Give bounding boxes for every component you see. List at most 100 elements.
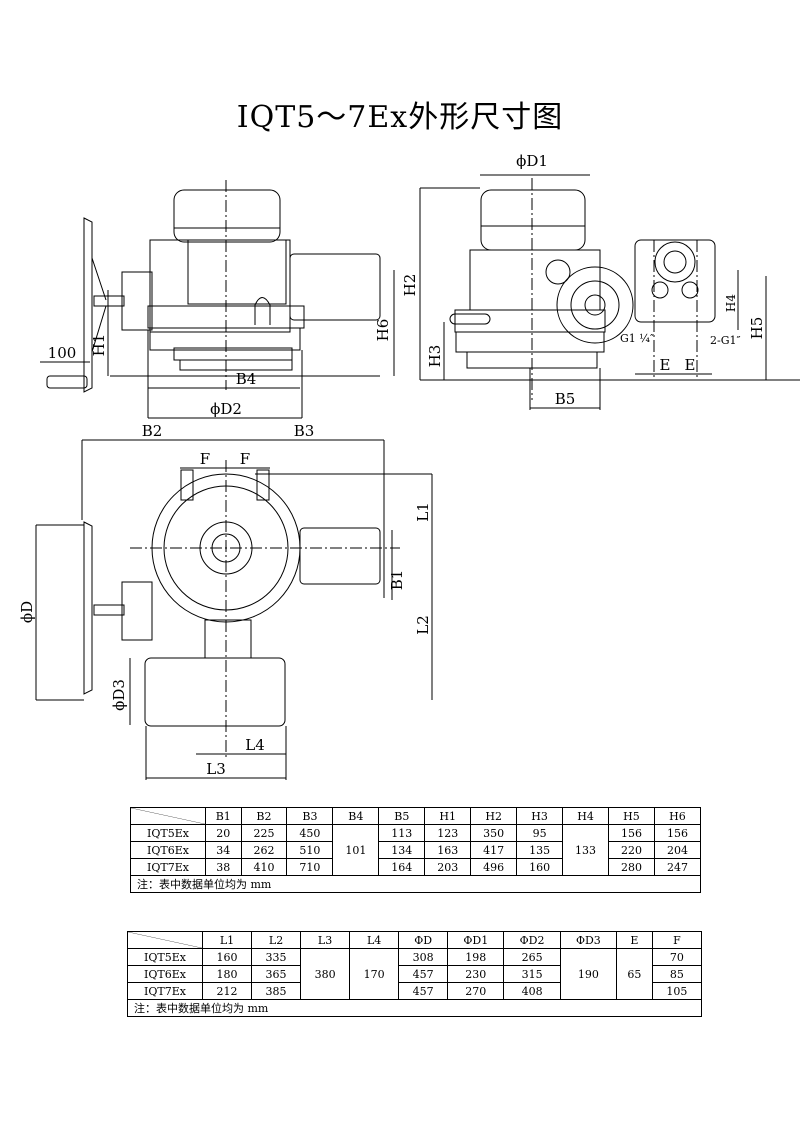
label-H2: H2 — [401, 274, 419, 297]
col-header: ΦD2 — [503, 931, 561, 949]
corner-cell — [130, 807, 206, 825]
table-cell: 163 — [424, 841, 472, 859]
col-header: B5 — [378, 807, 426, 825]
table-cell: 220 — [608, 841, 655, 859]
table-cell: 180 — [201, 965, 253, 983]
label-F-2: F — [240, 450, 250, 468]
table-cell: 113 — [378, 824, 426, 842]
table-cell: 212 — [201, 982, 253, 1000]
table-cell: 350 — [470, 824, 518, 842]
table-cell: 265 — [503, 948, 561, 966]
table-cell: 365 — [251, 965, 302, 983]
table-cell: 230 — [447, 965, 505, 983]
table-cell: 262 — [240, 841, 288, 859]
table-note: 注：表中数据单位均为 mm — [130, 875, 701, 893]
table-cell-merged: 65 — [616, 948, 653, 1000]
label-L1: L1 — [414, 502, 432, 522]
col-header: L4 — [349, 931, 400, 949]
table-cell: 457 — [398, 982, 449, 1000]
col-header: H4 — [562, 807, 609, 825]
table-cell: 225 — [240, 824, 288, 842]
col-header: L2 — [251, 931, 302, 949]
table-cell: 270 — [447, 982, 505, 1000]
side-view — [419, 174, 800, 410]
table-note: 注：表中数据单位均为 mm — [127, 999, 702, 1017]
label-E-2: E — [685, 356, 696, 374]
table-cell: 247 — [653, 858, 702, 876]
label-phiD1: ϕD1 — [516, 152, 548, 170]
table-cell: 308 — [398, 948, 449, 966]
table-cell-merged: 101 — [332, 824, 380, 876]
dimension-drawing: ϕD1 H2 H3 H4 H5 B5 E E G1 ¼″ 2-G1″ 100 H… — [18, 152, 800, 780]
table-row: IQT7Ex 212 385 457 270 408 105 — [127, 982, 703, 1000]
table-cell: 280 — [608, 858, 655, 876]
col-header: B3 — [286, 807, 334, 825]
col-header: B2 — [240, 807, 288, 825]
table-row: IQT6Ex 34 262 510 134 163 417 135 220 20… — [130, 841, 702, 859]
plan-view — [35, 439, 433, 780]
label-B2: B2 — [142, 422, 163, 440]
col-header: L1 — [201, 931, 253, 949]
dimension-table-1: B1 B2 B3 B4 B5 H1 H2 H3 H4 H5 H6 IQT5Ex … — [130, 807, 702, 893]
label-phiD: ϕD — [18, 601, 36, 623]
table-cell: 410 — [240, 858, 288, 876]
col-header: F — [651, 931, 703, 949]
model-cell: IQT6Ex — [130, 841, 206, 859]
col-header: B1 — [205, 807, 242, 825]
table-cell: 85 — [651, 965, 703, 983]
label-G1: G1 ¼″ — [620, 332, 654, 345]
table-cell: 417 — [470, 841, 518, 859]
front-view — [40, 180, 395, 419]
col-header: H1 — [424, 807, 472, 825]
table-cell: 450 — [286, 824, 334, 842]
label-H5: H5 — [748, 317, 766, 340]
col-header: H5 — [608, 807, 655, 825]
col-header: B4 — [332, 807, 380, 825]
col-header: ΦD — [398, 931, 449, 949]
label-B5: B5 — [555, 390, 576, 408]
label-100: 100 — [48, 344, 77, 362]
label-H3: H3 — [426, 345, 444, 368]
label-H6: H6 — [374, 319, 392, 342]
table-cell: 123 — [424, 824, 472, 842]
table-cell: 105 — [651, 982, 703, 1000]
table-cell: 156 — [653, 824, 702, 842]
table-row: IQT5Ex 20 225 450 101 113 123 350 95 133… — [130, 824, 702, 876]
table-header-row: L1 L2 L3 L4 ΦD ΦD1 ΦD2 ΦD3 E F — [127, 931, 703, 949]
label-B4: B4 — [236, 370, 257, 388]
model-cell: IQT7Ex — [127, 982, 203, 1000]
model-cell: IQT7Ex — [130, 858, 206, 876]
col-header: ΦD1 — [447, 931, 505, 949]
label-H1: H1 — [90, 334, 108, 357]
col-header: ΦD3 — [559, 931, 618, 949]
label-B3: B3 — [294, 422, 315, 440]
table-note-row: 注：表中数据单位均为 mm — [130, 875, 701, 893]
table-cell: 710 — [286, 858, 334, 876]
table-header-row: B1 B2 B3 B4 B5 H1 H2 H3 H4 H5 H6 — [130, 807, 702, 825]
table-note-row: 注：表中数据单位均为 mm — [127, 999, 702, 1017]
table-cell: 496 — [470, 858, 518, 876]
table-cell: 164 — [378, 858, 426, 876]
table-cell: 95 — [516, 824, 564, 842]
label-H4: H4 — [724, 294, 738, 312]
table-cell: 457 — [398, 965, 449, 983]
label-2-G1: 2-G1″ — [710, 334, 741, 347]
label-phiD2: ϕD2 — [210, 400, 242, 418]
table-cell-merged: 190 — [559, 948, 618, 1000]
model-cell: IQT5Ex — [130, 824, 206, 842]
table-cell: 335 — [251, 948, 302, 966]
table-cell: 160 — [201, 948, 253, 966]
table-row: IQT7Ex 38 410 710 164 203 496 160 280 24… — [130, 858, 702, 876]
table-cell: 38 — [205, 858, 242, 876]
col-header: H3 — [516, 807, 564, 825]
table-cell: 34 — [205, 841, 242, 859]
table-cell: 135 — [516, 841, 564, 859]
label-L3: L3 — [206, 760, 226, 778]
table-cell: 408 — [503, 982, 561, 1000]
model-cell: IQT5Ex — [127, 948, 203, 966]
col-header: E — [616, 931, 653, 949]
table-cell: 204 — [653, 841, 702, 859]
col-header: L3 — [300, 931, 351, 949]
table-cell: 156 — [608, 824, 655, 842]
page-title: IQT5～7Ex外形尺寸图 — [236, 100, 564, 135]
